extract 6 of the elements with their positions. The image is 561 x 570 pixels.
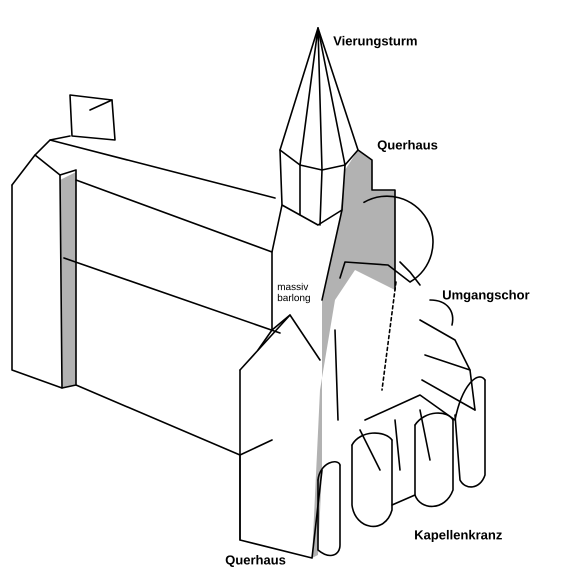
part-label: Querhaus	[378, 140, 438, 152]
part-label: Kapellenkranz	[415, 530, 502, 542]
part-label: Querhaus	[226, 555, 286, 567]
part-label: Umgangschor	[442, 290, 530, 302]
part-label: Vierungsturm	[333, 36, 417, 48]
part-label: massiv barlong	[278, 282, 310, 304]
